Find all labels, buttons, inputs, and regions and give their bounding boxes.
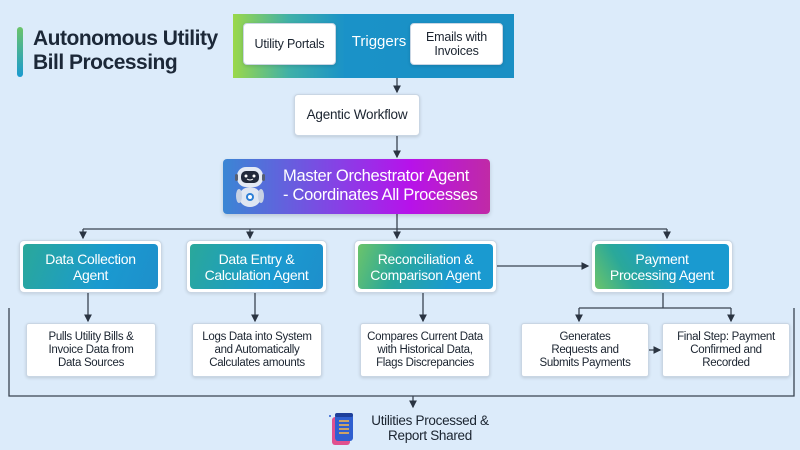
title-line-2: Bill Processing [33,51,178,74]
title-accent-bar [17,27,23,77]
master-title: Master Orchestrator Agent [283,167,469,185]
agent-payment-processing: Payment Processing Agent [591,240,733,293]
agent-label: Payment Processing Agent [595,244,729,289]
desc-payment-requests: Generates Requests and Submits Payments [521,323,649,377]
desc-payment-confirmed: Final Step: Payment Confirmed and Record… [662,323,790,377]
master-subtitle: - Coordinates All Processes [283,186,478,204]
page-title: Autonomous Utility Bill Processing [33,27,218,75]
agent-data-collection: Data Collection Agent [19,240,162,293]
desc-data-collection: Pulls Utility Bills & Invoice Data from … [26,323,156,377]
output-label: Utilities Processed & Report Shared [371,413,489,443]
agent-reconciliation-comparison: Reconciliation & Comparison Agent [354,240,497,293]
agentic-workflow-box: Agentic Workflow [294,94,420,136]
desc-reconciliation: Compares Current Data with Historical Da… [360,323,490,377]
triggers-label: Triggers [351,33,407,50]
master-orchestrator-box: Master Orchestrator Agent - Coordinates … [223,159,490,214]
trigger-utility-portals: Utility Portals [243,23,336,65]
document-scroll-icon [329,413,353,445]
agent-label: Data Entry & Calculation Agent [190,244,323,289]
desc-data-entry: Logs Data into System and Automatically … [192,323,322,377]
robot-icon [235,167,265,207]
trigger-emails-with-invoices: Emails with Invoices [410,23,503,65]
agent-data-entry-calculation: Data Entry & Calculation Agent [186,240,327,293]
agent-label: Reconciliation & Comparison Agent [358,244,493,289]
agent-label: Data Collection Agent [23,244,158,289]
title-line-1: Autonomous Utility [33,27,218,50]
